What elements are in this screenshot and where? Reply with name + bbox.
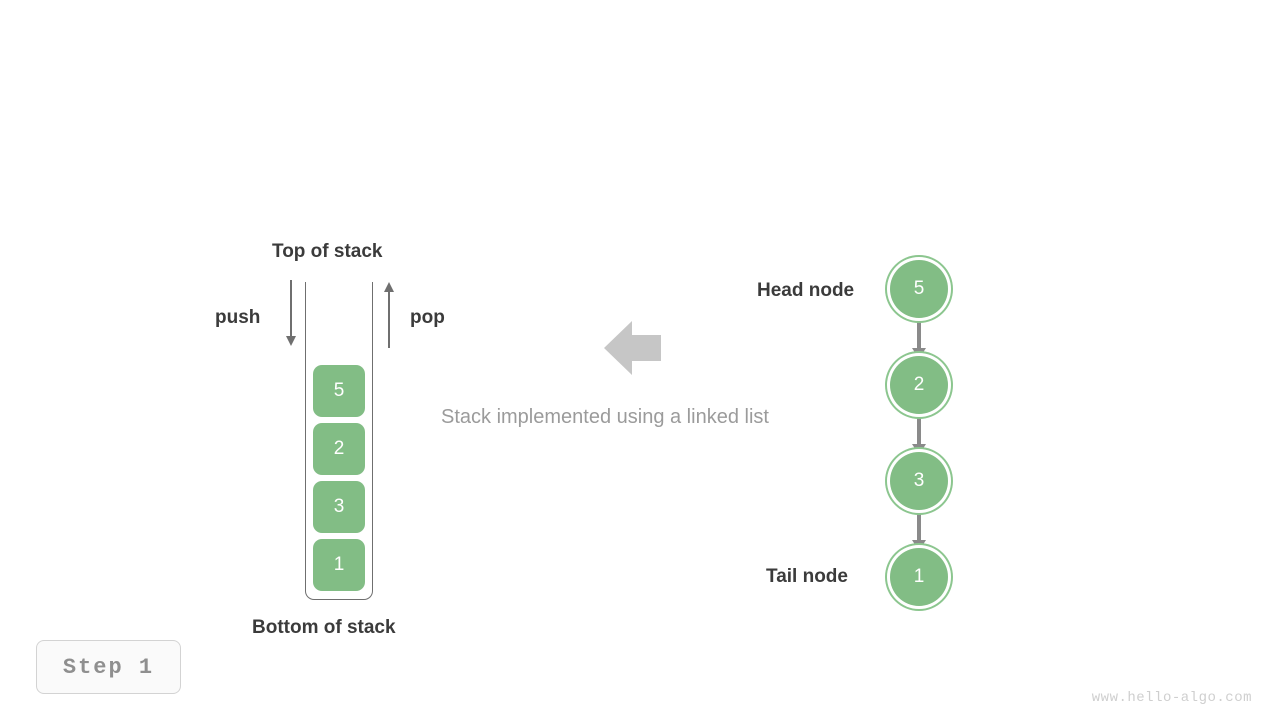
linkedlist-tail-label: Tail node: [766, 566, 848, 587]
stack-cell: 3: [313, 481, 365, 533]
push-label: push: [215, 307, 261, 328]
stack-floor: [305, 568, 373, 600]
watermark: www.hello-algo.com: [1091, 690, 1252, 706]
stack-wall-left: [305, 282, 306, 582]
stack-cell: 2: [313, 423, 365, 475]
stack-cell: 1: [313, 539, 365, 591]
stack-bottom-label: Bottom of stack: [252, 617, 396, 638]
linkedlist-head-label: Head node: [757, 280, 855, 301]
block-arrow-left-icon: [604, 321, 661, 375]
linkedlist-node: 3: [890, 452, 948, 510]
stack-cell: 5: [313, 365, 365, 417]
pop-label: pop: [410, 307, 445, 328]
stack-container: [305, 282, 373, 600]
stack-wall-right: [372, 282, 373, 582]
linkedlist-node: 5: [890, 260, 948, 318]
stack-top-label: Top of stack: [272, 241, 383, 262]
step-badge: Step 1: [36, 640, 181, 694]
linkedlist-node: 1: [890, 548, 948, 606]
linkedlist-node: 2: [890, 356, 948, 414]
center-caption: Stack implemented using a linked list: [441, 406, 769, 428]
